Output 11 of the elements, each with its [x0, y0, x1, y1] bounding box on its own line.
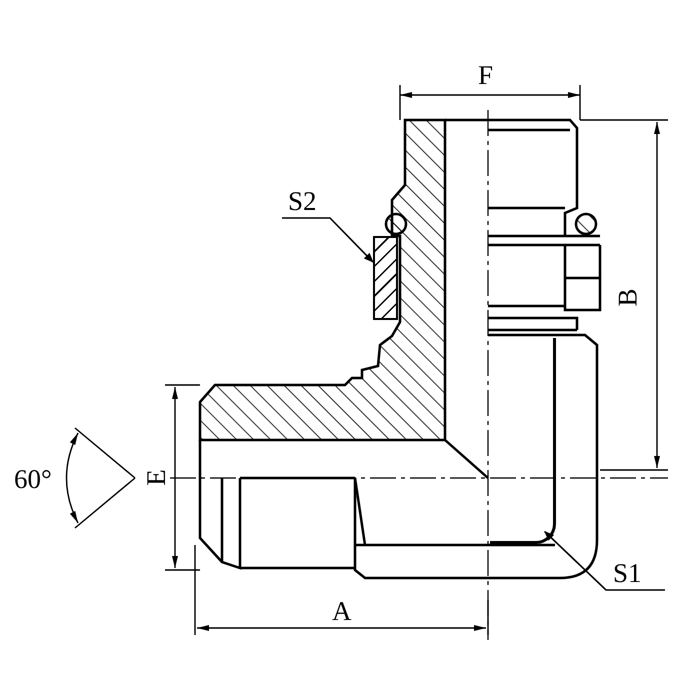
leader-line: [544, 530, 665, 591]
washer-part: [373, 236, 398, 320]
dimension-label: 60°: [14, 466, 52, 493]
dimension-label: B: [614, 288, 642, 306]
dimension-label: A: [332, 598, 352, 625]
leader-line: [282, 217, 374, 263]
bore-part: [490, 338, 556, 544]
dimension-label: E: [142, 469, 170, 486]
dimension-label: F: [478, 62, 494, 89]
callout-label: S2: [284, 188, 321, 215]
callout-label: S1: [609, 560, 646, 587]
